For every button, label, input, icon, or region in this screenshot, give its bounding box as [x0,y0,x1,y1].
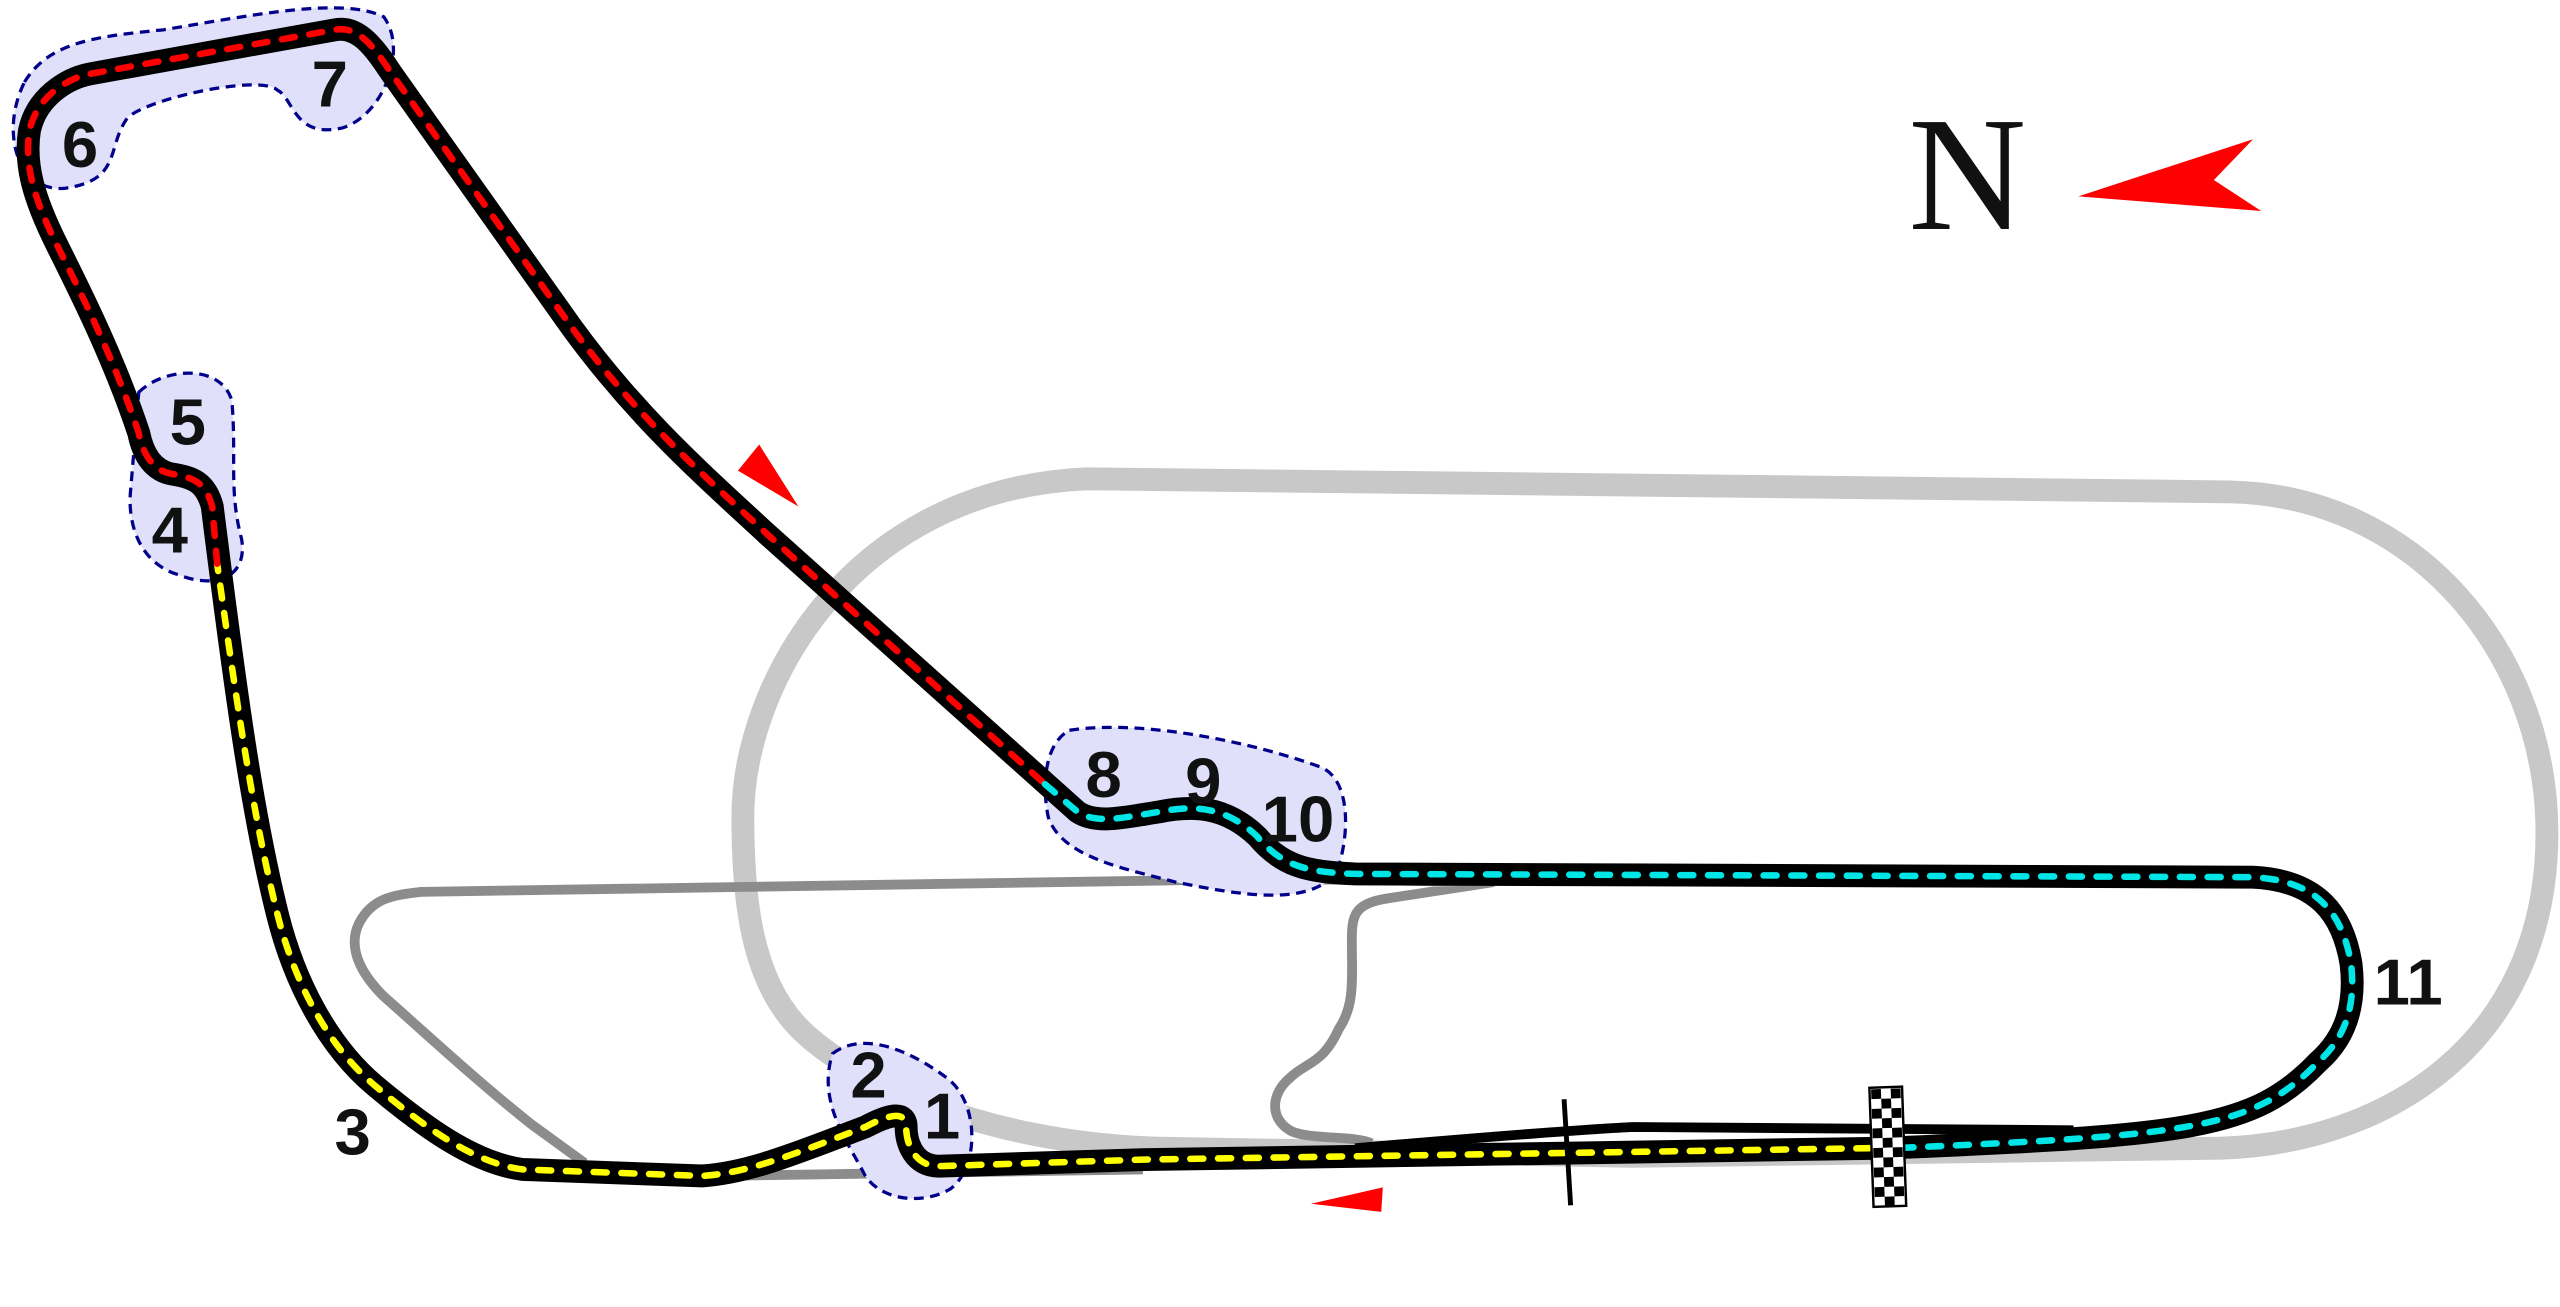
zone-6-7 [11,6,395,190]
flag-square [1872,1128,1883,1139]
turn-label-9: 9 [1185,745,1221,818]
flag-square [1893,1166,1904,1177]
north-label: N [1908,85,2026,265]
flag-square [1892,1127,1903,1138]
sector-2-line [24,25,1049,788]
turn-label-7: 7 [312,48,348,121]
turn-label-1: 1 [924,1079,960,1152]
flag-square [1871,1108,1882,1119]
turn-label-6: 6 [62,108,98,181]
flag-square [1882,1137,1893,1148]
flag-square [1874,1186,1885,1198]
turn-label-2: 2 [850,1039,886,1112]
direction-arrow-icon [1311,1187,1383,1212]
turn-label-10: 10 [1262,782,1335,855]
oval-track [731,467,2559,1168]
flag-square [1894,1186,1905,1197]
north-arrow-icon [2078,139,2262,212]
service-road [349,873,1495,1167]
sector-marker [1561,1099,1574,1206]
turn-label-8: 8 [1086,738,1122,811]
flag-square [1884,1196,1895,1207]
flag-square [1891,1107,1902,1119]
finish-line-flag [1868,1085,1908,1209]
flag-square [1873,1147,1884,1158]
flag-square [1883,1176,1895,1187]
turn-label-3: 3 [334,1096,370,1169]
flag-square [1881,1098,1892,1109]
flag-square [1892,1147,1903,1158]
old-link [1354,1122,2074,1154]
turn-label-11: 11 [2374,946,2443,1019]
turn-label-4: 4 [152,493,188,566]
flag-square [1871,1089,1882,1100]
direction-arrow-icon [737,444,799,507]
flag-square [1881,1118,1893,1129]
flag-square [1873,1167,1884,1178]
sector-3-line [1041,780,2356,1152]
sector-1-line [213,560,1873,1180]
flag-square [1883,1157,1894,1168]
flag-square [1890,1088,1901,1099]
turn-label-5: 5 [170,386,206,459]
